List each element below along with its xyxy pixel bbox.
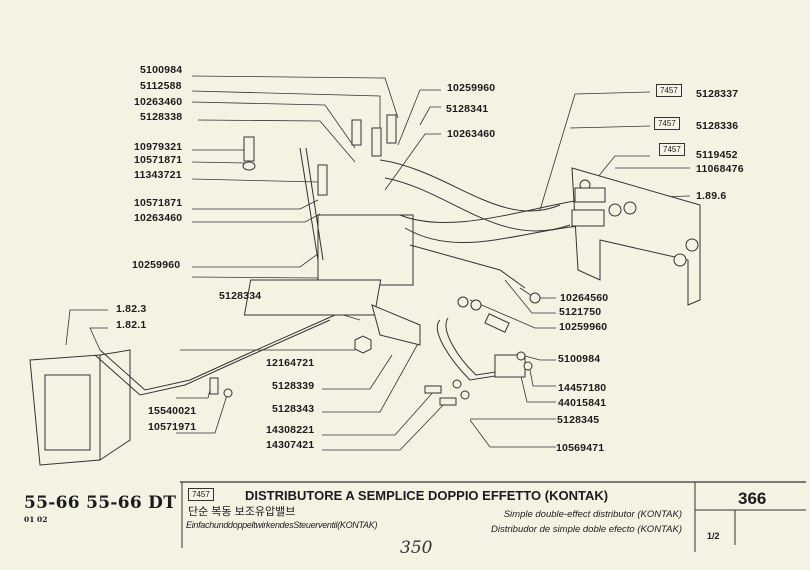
part-label: 5128345 xyxy=(557,414,600,426)
part-label: 15540021 xyxy=(148,405,197,417)
part-label: 14308221 xyxy=(266,424,315,436)
part-label: 14307421 xyxy=(266,439,315,451)
part-label: 10259960 xyxy=(559,321,608,333)
model-number: 55-66 55-66 DT xyxy=(24,493,177,513)
part-label: 5121750 xyxy=(559,306,602,318)
title-english: Simple double-effect distributor (KONTAK… xyxy=(503,509,682,520)
part-label: 5128343 xyxy=(272,403,315,415)
part-label: 5128336 xyxy=(696,120,739,132)
handwritten-note: 350 xyxy=(400,538,433,558)
title-italian: DISTRIBUTORE A SEMPLICE DOPPIO EFFETTO (… xyxy=(245,488,609,503)
part-label: 5128338 xyxy=(140,111,183,123)
valve-block xyxy=(317,214,414,286)
page-number: 366 xyxy=(738,489,767,508)
part-label: 5128334 xyxy=(219,290,262,302)
bolt xyxy=(317,164,328,196)
title-german: EinfachunddoppeltwirkendesSteuerventil(K… xyxy=(186,520,378,530)
ref-code-box: 7457 xyxy=(188,488,214,501)
page-fraction: 1/2 xyxy=(707,531,720,541)
nut xyxy=(354,335,372,354)
footer-frame xyxy=(180,481,806,552)
part-label: 1.82.3 xyxy=(116,303,147,315)
part-label: 5100984 xyxy=(558,353,601,365)
part-label: 5128339 xyxy=(272,380,315,392)
part-label: 10571871 xyxy=(134,154,183,166)
part-label: 5128341 xyxy=(446,103,489,115)
part-label: 10569471 xyxy=(556,442,605,454)
ref-code-box: 7457 xyxy=(654,117,680,130)
part-label: 11343721 xyxy=(134,169,182,181)
part-label: 10259960 xyxy=(447,82,496,94)
ref-code-box: 7457 xyxy=(659,143,685,156)
part-label: 10264560 xyxy=(560,292,609,304)
bolt xyxy=(371,127,382,157)
part-label: 10259960 xyxy=(132,259,181,271)
coupler xyxy=(574,187,606,203)
part-label: 5128337 xyxy=(696,88,739,100)
lower-bracket xyxy=(371,304,421,346)
part-label: 5119452 xyxy=(696,149,738,161)
parts-drawing xyxy=(29,114,701,466)
part-label: 14457180 xyxy=(558,382,607,394)
part-label: 12164721 xyxy=(266,357,315,369)
mounting-plate xyxy=(243,279,382,316)
title-korean: 단순 복동 보조유압밸브 xyxy=(188,506,296,518)
part-label: 5100984 xyxy=(140,64,183,76)
part-label: 10979321 xyxy=(134,141,183,153)
part-label: 10571971 xyxy=(148,421,197,433)
part-label: 10571871 xyxy=(134,197,183,209)
ref-code-box: 7457 xyxy=(656,84,682,97)
bolt xyxy=(243,136,255,162)
part-label: 1.82.1 xyxy=(116,319,147,331)
part-label: 1.89.6 xyxy=(696,190,727,202)
part-label: 10263460 xyxy=(134,212,183,224)
part-label: 11068476 xyxy=(696,163,744,175)
coupler xyxy=(571,209,605,227)
model-sub: 01 02 xyxy=(24,515,48,524)
part-label: 10263460 xyxy=(447,128,496,140)
part-label: 44015841 xyxy=(558,397,607,409)
part-label: 5112588 xyxy=(140,80,182,92)
washer xyxy=(242,161,256,171)
part-label: 10263460 xyxy=(134,96,183,108)
title-spanish: Distribudor de simple doble efecto (KONT… xyxy=(491,524,682,535)
bolt xyxy=(386,114,397,144)
bolt xyxy=(351,119,362,146)
